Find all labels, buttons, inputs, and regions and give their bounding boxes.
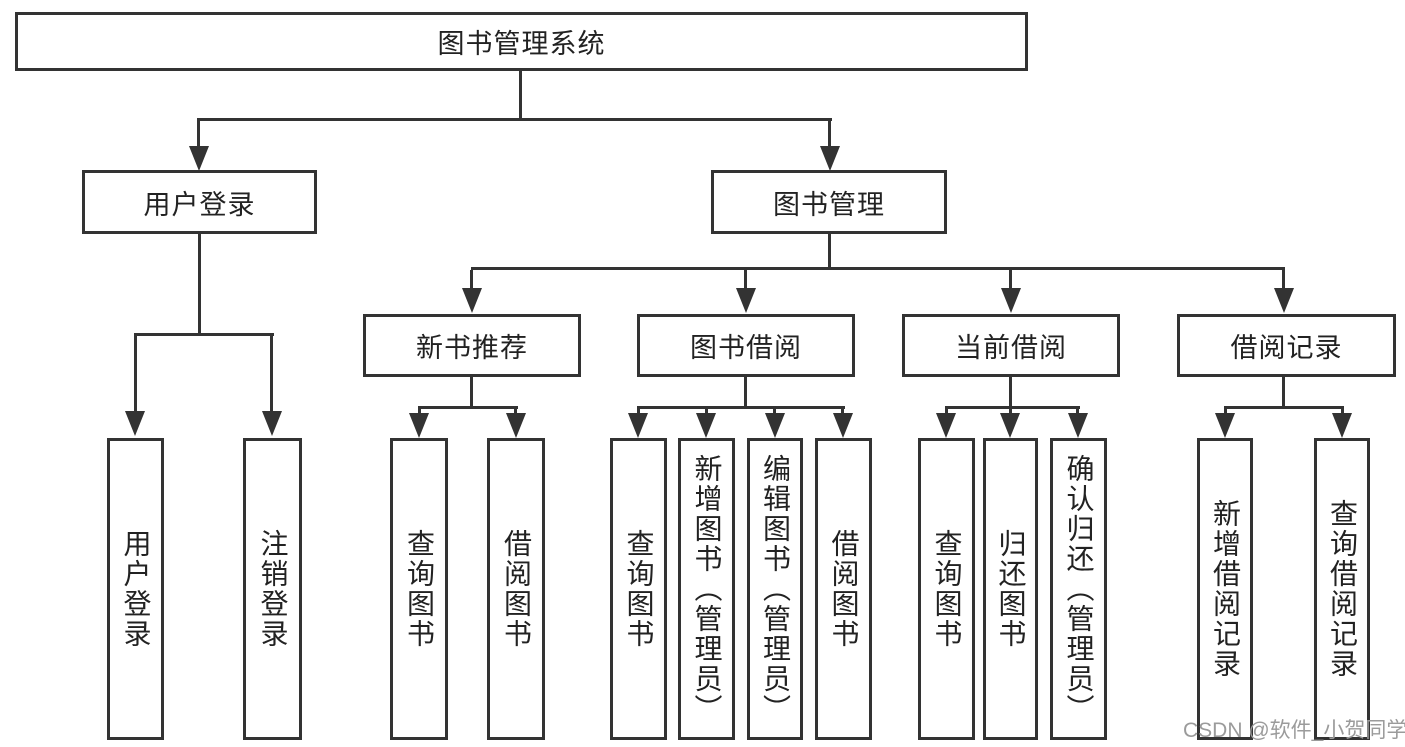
arrow-down-icon: [1001, 288, 1021, 313]
node-library-management-system: 图书管理系统: [15, 12, 1028, 71]
arrow-down-icon: [820, 146, 840, 171]
arrow-down-icon: [189, 146, 209, 171]
connector-line: [134, 333, 274, 336]
connector-line: [637, 406, 845, 409]
connector-line: [470, 377, 473, 408]
node-user-login-branch: 用户登录: [82, 170, 317, 234]
arrow-down-icon: [506, 413, 526, 438]
connector-line: [470, 270, 473, 288]
node-query-books-under-recommendation: 查询图书: [390, 438, 448, 740]
node-logout-leaf: 注销登录: [243, 438, 302, 740]
node-query-borrowing-record: 查询借阅记录: [1314, 438, 1370, 740]
arrow-down-icon: [833, 413, 853, 438]
arrow-down-icon: [1000, 413, 1020, 438]
connector-line: [1009, 406, 1012, 416]
node-add-book-admin: 新增图书（管理员）: [678, 438, 735, 740]
node-borrow-books-under-borrowing: 借阅图书: [815, 438, 872, 740]
connector-line: [773, 406, 776, 416]
connector-line: [1282, 377, 1285, 408]
node-confirm-return-admin: 确认归还（管理员）: [1050, 438, 1107, 740]
node-edit-book-admin: 编辑图书（管理员）: [747, 438, 803, 740]
connector-line: [828, 121, 831, 148]
arrow-down-icon: [1274, 288, 1294, 313]
node-book-management: 图书管理: [711, 170, 947, 234]
arrow-down-icon: [1332, 413, 1352, 438]
connector-line: [841, 406, 844, 416]
arrow-down-icon: [736, 288, 756, 313]
node-current-borrowing: 当前借阅: [902, 314, 1120, 377]
node-return-books: 归还图书: [983, 438, 1038, 740]
node-new-book-recommendation: 新书推荐: [363, 314, 581, 377]
connector-line: [1224, 406, 1344, 409]
connector-line: [197, 118, 832, 121]
connector-line: [418, 406, 421, 416]
node-query-books-under-current: 查询图书: [918, 438, 975, 740]
arrow-down-icon: [765, 413, 785, 438]
arrow-down-icon: [696, 413, 716, 438]
connector-line: [198, 233, 201, 335]
arrow-down-icon: [936, 413, 956, 438]
arrow-down-icon: [409, 413, 429, 438]
connector-line: [945, 406, 948, 416]
connector-line: [1076, 406, 1079, 416]
connector-line: [1224, 406, 1227, 416]
connector-line: [1282, 270, 1285, 288]
node-borrowing-records: 借阅记录: [1177, 314, 1396, 377]
arrow-down-icon: [1068, 413, 1088, 438]
arrow-down-icon: [462, 288, 482, 313]
connector-line: [418, 406, 518, 409]
connector-line: [134, 336, 137, 412]
connector-line: [945, 406, 1080, 409]
node-add-borrowing-record: 新增借阅记录: [1197, 438, 1253, 740]
node-borrow-books-under-recommendation: 借阅图书: [487, 438, 545, 740]
node-query-books-under-borrowing: 查询图书: [610, 438, 667, 740]
connector-line: [744, 270, 747, 288]
connector-line: [705, 406, 708, 416]
node-book-borrowing: 图书借阅: [637, 314, 855, 377]
node-user-login-leaf: 用户登录: [107, 438, 164, 740]
connector-line: [519, 70, 522, 120]
arrow-down-icon: [628, 413, 648, 438]
connector-line: [471, 267, 1285, 270]
connector-line: [637, 406, 640, 416]
connector-line: [514, 406, 517, 416]
arrow-down-icon: [125, 411, 145, 436]
connector-line: [1009, 377, 1012, 408]
arrow-down-icon: [1215, 413, 1235, 438]
connector-line: [828, 233, 831, 269]
connector-line: [1341, 406, 1344, 416]
connector-line: [270, 336, 273, 412]
connector-line: [1009, 270, 1012, 288]
connector-line: [197, 121, 200, 148]
watermark: CSDN @软件_小贺同学: [1183, 719, 1405, 742]
arrow-down-icon: [262, 411, 282, 436]
connector-line: [744, 377, 747, 408]
